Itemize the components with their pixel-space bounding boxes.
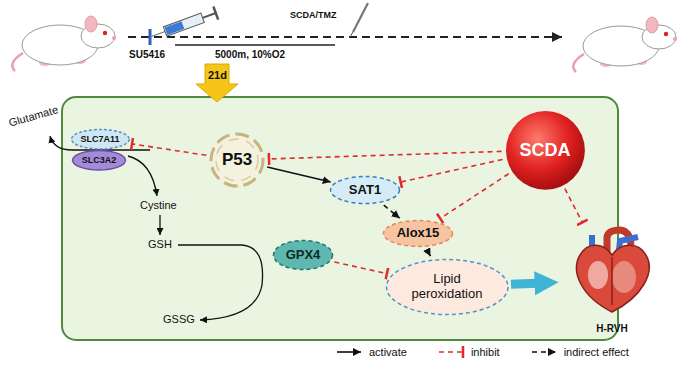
molecule-label: Cystine bbox=[140, 199, 177, 212]
node-label: H-RVH bbox=[596, 323, 627, 335]
oxidation-arrow bbox=[178, 245, 263, 320]
protein-ellipse: GPX4 bbox=[272, 239, 334, 271]
legend-item: indirect effect bbox=[530, 346, 629, 358]
protein-ring: P53 bbox=[209, 132, 265, 188]
transporter-ellipse: SLC7A11 bbox=[70, 128, 131, 150]
duration-label: 21d bbox=[208, 69, 227, 82]
timeline-arrow bbox=[128, 36, 562, 38]
time-arrow bbox=[196, 64, 238, 102]
inhibition-line bbox=[269, 151, 502, 159]
inhibition-line bbox=[440, 174, 508, 219]
node-label: SLC7A11 bbox=[80, 134, 119, 144]
legend-label: inhibit bbox=[471, 346, 500, 358]
treatment-label: SCDA/TMZ bbox=[290, 10, 337, 20]
node-label: SAT1 bbox=[349, 183, 381, 198]
process-ellipse: Lipid peroxidation bbox=[385, 258, 510, 316]
legend-label: indirect effect bbox=[564, 346, 629, 358]
legend-sample bbox=[437, 346, 467, 358]
protein-ellipse: Alox15 bbox=[382, 219, 454, 248]
inhibition-line bbox=[334, 262, 387, 274]
node-label: SLC3A2 bbox=[82, 155, 117, 165]
heart-illustration: H-RVH bbox=[562, 226, 662, 334]
legend-label: activate bbox=[369, 346, 407, 358]
import-arrow bbox=[128, 156, 157, 196]
inhibition-line bbox=[565, 189, 582, 223]
legend-item: inhibit bbox=[437, 346, 500, 358]
syringe-icon bbox=[148, 6, 219, 43]
condition-label: 5000m, 10%O2 bbox=[215, 49, 285, 61]
treatment-label: SU5416 bbox=[129, 49, 165, 61]
inhibition-line bbox=[401, 159, 503, 182]
legend-item: activate bbox=[335, 346, 407, 358]
activation-arrow bbox=[267, 167, 331, 182]
transporter-ellipse: SLC3A2 bbox=[71, 149, 127, 171]
outcome-arrow bbox=[511, 283, 537, 284]
molecule-label: Glutamate bbox=[7, 103, 59, 129]
node-label: GPX4 bbox=[286, 248, 321, 263]
node-outline bbox=[562, 226, 662, 318]
molecule-label: GSH bbox=[148, 238, 172, 251]
node-label: P53 bbox=[222, 150, 252, 170]
exposure-bar bbox=[175, 44, 335, 46]
node-label: Alox15 bbox=[397, 226, 440, 241]
node-label: Lipid peroxidation bbox=[402, 272, 492, 302]
rat-illustration bbox=[573, 17, 677, 72]
inhibition-line bbox=[132, 144, 206, 155]
legend-sample bbox=[335, 346, 365, 358]
molecule-label: GSSG bbox=[163, 313, 195, 326]
synthesis-arrow bbox=[159, 215, 160, 235]
protein-ellipse: SAT1 bbox=[329, 175, 401, 205]
node-label: SCDA bbox=[519, 140, 570, 161]
activation-arrow bbox=[427, 250, 430, 256]
cell-outline bbox=[62, 97, 618, 340]
drug-sphere: SCDA bbox=[505, 110, 586, 191]
indirect-arrow bbox=[384, 205, 400, 218]
legend-sample bbox=[530, 346, 560, 358]
rat-illustration bbox=[12, 16, 116, 71]
legend: activate inhibit indirect effect bbox=[335, 346, 629, 358]
pipette-icon bbox=[350, 3, 368, 37]
